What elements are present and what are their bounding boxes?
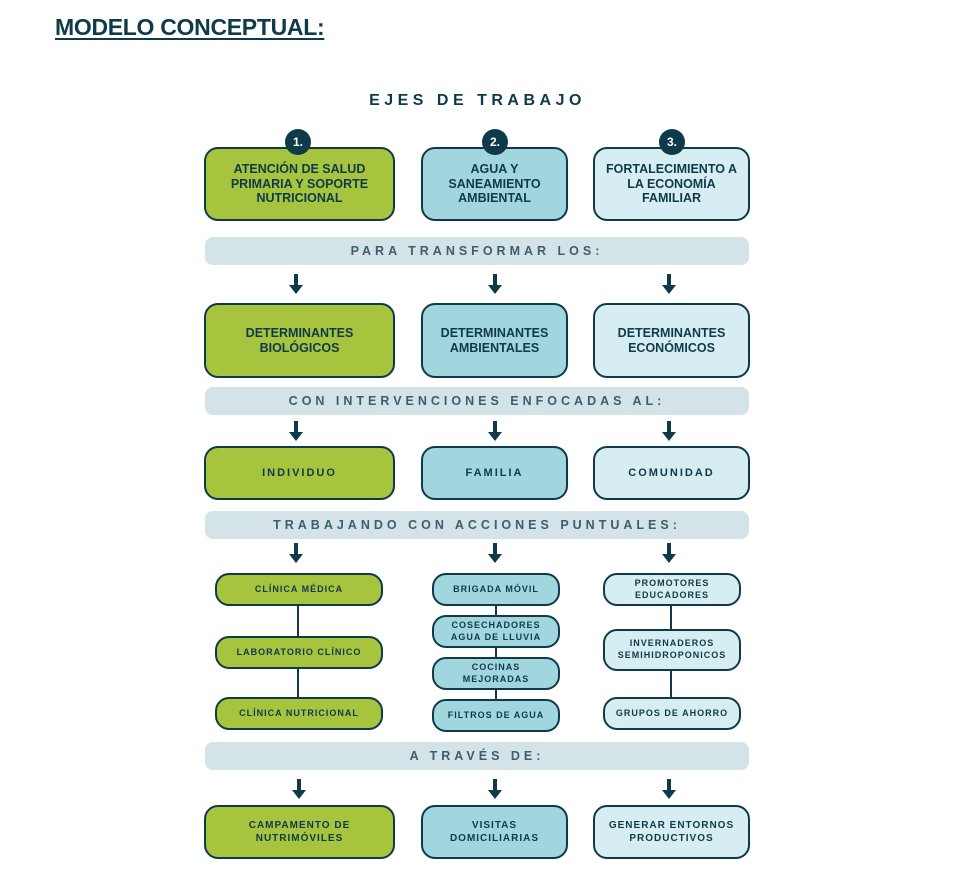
action-rainwater-harvesters: COSECHADORES AGUA DE LLUVIA <box>432 615 560 648</box>
axis-number-2: 2. <box>482 129 508 155</box>
target-individual: INDIVIDUO <box>204 446 395 500</box>
page-title: MODELO CONCEPTUAL: <box>55 14 325 40</box>
action-medical-clinic: CLÍNICA MÉDICA <box>215 573 383 606</box>
action-savings-groups: GRUPOS DE AHORRO <box>603 697 741 730</box>
arrow-down-icon <box>488 274 502 294</box>
arrow-down-icon <box>662 779 676 799</box>
action-nutrition-clinic: CLÍNICA NUTRICIONAL <box>215 697 383 730</box>
target-community: COMUNIDAD <box>593 446 750 500</box>
arrow-down-icon <box>289 274 303 294</box>
diagram-title: EJES DE TRABAJO <box>369 92 586 109</box>
action-water-filters: FILTROS DE AGUA <box>432 699 560 732</box>
target-family: FAMILIA <box>421 446 568 500</box>
means-home-visits: VISITAS DOMICILIARIAS <box>421 805 568 859</box>
band-through: A TRAVÉS DE: <box>205 742 749 770</box>
determinant-environmental: DETERMINANTES AMBIENTALES <box>421 303 568 378</box>
axis-box-economy: FORTALECIMIENTO A LA ECONOMÍA FAMILIAR <box>593 147 750 221</box>
action-promoters: PROMOTORES EDUCADORES <box>603 573 741 606</box>
action-clinical-lab: LABORATORIO CLÍNICO <box>215 636 383 669</box>
arrow-down-icon <box>662 543 676 563</box>
determinant-economic: DETERMINANTES ECONÓMICOS <box>593 303 750 378</box>
arrow-down-icon <box>289 543 303 563</box>
action-mobile-brigade: BRIGADA MÓVIL <box>432 573 560 606</box>
action-greenhouses: INVERNADEROS SEMIHIDROPONICOS <box>603 629 741 671</box>
arrow-down-icon <box>488 543 502 563</box>
arrow-down-icon <box>662 421 676 441</box>
determinant-biological: DETERMINANTES BIOLÓGICOS <box>204 303 395 378</box>
means-nutrimobile-camp: CAMPAMENTO DE NUTRIMÓVILES <box>204 805 395 859</box>
arrow-down-icon <box>662 274 676 294</box>
axis-box-health: ATENCIÓN DE SALUD PRIMARIA Y SOPORTE NUT… <box>204 147 395 221</box>
arrow-down-icon <box>488 421 502 441</box>
band-interventions: CON INTERVENCIONES ENFOCADAS AL: <box>205 387 749 415</box>
action-improved-stoves: COCINAS MEJORADAS <box>432 657 560 690</box>
arrow-down-icon <box>488 779 502 799</box>
means-productive-environments: GENERAR ENTORNOS PRODUCTIVOS <box>593 805 750 859</box>
axis-number-3: 3. <box>659 129 685 155</box>
axis-box-water: AGUA Y SANEAMIENTO AMBIENTAL <box>421 147 568 221</box>
axis-number-1: 1. <box>285 129 311 155</box>
band-transform: PARA TRANSFORMAR LOS: <box>205 237 749 265</box>
connector-line <box>495 600 497 710</box>
band-actions: TRABAJANDO CON ACCIONES PUNTUALES: <box>205 511 749 539</box>
arrow-down-icon <box>289 421 303 441</box>
arrow-down-icon <box>292 779 306 799</box>
